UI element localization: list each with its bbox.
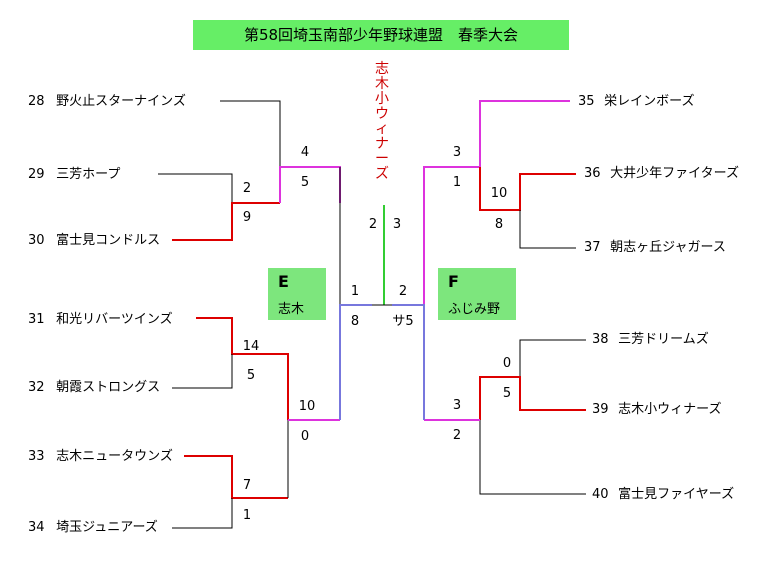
score: 3 — [392, 217, 402, 232]
line-37 — [519, 210, 576, 249]
score: 2 — [368, 217, 378, 232]
score: 3 — [452, 145, 462, 160]
line-38 — [519, 339, 586, 377]
line-final-left — [339, 304, 372, 420]
team-name: 富士見コンドルス — [56, 233, 161, 248]
score: 5 — [246, 368, 256, 383]
score: 2 — [242, 181, 252, 196]
team-name: 栄レインボーズ — [604, 94, 695, 109]
score: 4 — [300, 145, 310, 160]
team-seed: 37 — [584, 240, 601, 255]
team-row: 33 志木ニュータウンズ — [28, 449, 173, 465]
team-row: 29 三芳ホープ — [28, 167, 120, 183]
line-32 — [172, 354, 233, 389]
team-row: 35 栄レインボーズ — [578, 94, 695, 110]
champion-name: 志 木 小 ウ ィ ナ ー ズ — [372, 62, 392, 182]
team-name: 朝霞ストロングス — [56, 380, 161, 395]
score: 8 — [494, 217, 504, 232]
champion-char: 木 — [375, 76, 389, 92]
team-seed: 31 — [28, 312, 45, 327]
block-name: 志木 — [278, 302, 305, 317]
score: 14 — [242, 339, 260, 354]
line-final-right — [392, 304, 425, 420]
champion-char: 小 — [375, 91, 389, 107]
line-39 — [479, 376, 586, 420]
champion-char: ナ — [375, 136, 389, 152]
team-row: 34 埼玉ジュニアーズ — [28, 520, 158, 536]
score: 2 — [398, 284, 408, 299]
champion-char: ィ — [375, 121, 389, 137]
team-seed: 40 — [592, 487, 609, 502]
score: サ5 — [392, 314, 414, 329]
team-name: 大井少年ファイターズ — [610, 166, 739, 181]
team-name: 三芳ドリームズ — [618, 332, 709, 347]
score: 5 — [502, 386, 512, 401]
team-name: 三芳ホープ — [56, 167, 121, 182]
line-28 — [220, 100, 281, 167]
score: 10 — [490, 186, 508, 201]
score: 2 — [452, 428, 462, 443]
line-40 — [479, 420, 586, 495]
score: 5 — [300, 175, 310, 190]
block-f: F ふじみ野 — [438, 268, 516, 320]
team-seed: 30 — [28, 233, 45, 248]
team-row: 32 朝霞ストロングス — [28, 380, 160, 396]
team-name: 和光リバーツインズ — [56, 312, 173, 327]
team-name: 志木ニュータウンズ — [56, 449, 173, 464]
tournament-title: 第58回埼玉南部少年野球連盟 春季大会 — [193, 20, 569, 50]
team-name: 志木小ウィナーズ — [618, 402, 722, 417]
score: 9 — [242, 210, 252, 225]
team-seed: 29 — [28, 167, 45, 182]
champion-char: ズ — [375, 166, 389, 182]
team-name: 富士見ファイヤーズ — [618, 487, 735, 502]
block-letter: E — [278, 272, 289, 291]
team-seed: 36 — [584, 166, 601, 181]
score: 10 — [298, 399, 316, 414]
block-letter: F — [448, 272, 459, 291]
team-row: 37 朝志ヶ丘ジャガース — [584, 240, 726, 256]
team-name: 朝志ヶ丘ジャガース — [610, 240, 726, 255]
team-row: 31 和光リバーツインズ — [28, 312, 173, 328]
team-row: 40 富士見ファイヤーズ — [592, 487, 734, 503]
team-row: 39 志木小ウィナーズ — [592, 402, 722, 418]
team-row: 36 大井少年ファイターズ — [584, 166, 739, 182]
block-name: ふじみ野 — [448, 302, 501, 317]
team-name: 埼玉ジュニアーズ — [56, 520, 158, 535]
team-name: 野火止スターナインズ — [56, 94, 186, 109]
team-row: 30 富士見コンドルス — [28, 233, 160, 249]
line-29 — [158, 173, 233, 203]
line-33 — [184, 455, 288, 499]
team-seed: 28 — [28, 94, 45, 109]
score: 0 — [502, 356, 512, 371]
team-seed: 38 — [592, 332, 609, 347]
team-seed: 35 — [578, 94, 595, 109]
score: 7 — [242, 478, 252, 493]
team-row: 28 野火止スターナインズ — [28, 94, 186, 110]
score: 1 — [452, 175, 462, 190]
team-row: 38 三芳ドリームズ — [592, 332, 709, 348]
champion-char: ウ — [375, 106, 389, 122]
score: 0 — [300, 429, 310, 444]
team-seed: 33 — [28, 449, 45, 464]
score: 3 — [452, 398, 462, 413]
score: 8 — [350, 314, 360, 329]
score: 1 — [350, 284, 360, 299]
line-30 — [172, 202, 280, 241]
champion-char: ー — [375, 151, 389, 167]
champion-char: 志 — [375, 61, 389, 77]
block-e: E 志木 — [268, 268, 326, 320]
score: 1 — [242, 508, 252, 523]
line-34 — [172, 498, 233, 529]
team-seed: 34 — [28, 520, 45, 535]
team-seed: 39 — [592, 402, 609, 417]
team-seed: 32 — [28, 380, 45, 395]
